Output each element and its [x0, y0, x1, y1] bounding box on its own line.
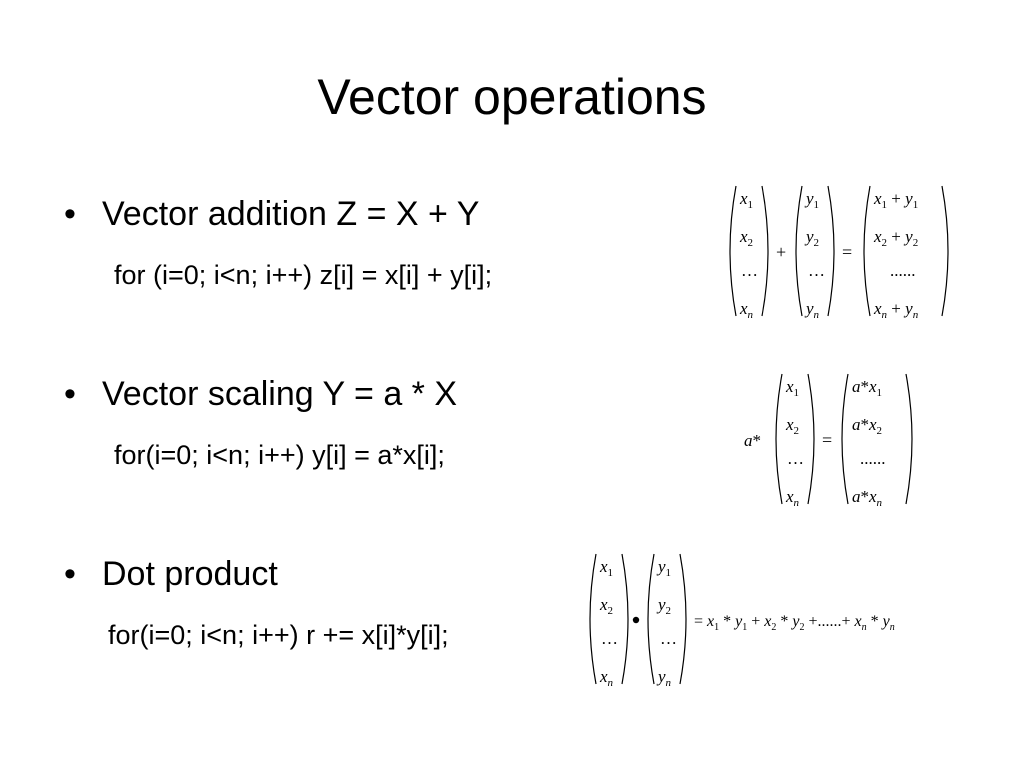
- svg-text:x1: x1: [785, 377, 799, 399]
- formula-vector-scaling: a* x1 x2 … xn = a*x1 a*x2 ...... a*xn: [744, 373, 913, 509]
- svg-text:xn + yn: xn + yn: [873, 299, 919, 321]
- formula-vector-addition: x1 x2 … xn + y1 y2 … yn = x1 + y1 x2 + y…: [729, 185, 949, 321]
- code-vector-scaling: for(i=0; i<n; i++) y[i] = a*x[i];: [114, 440, 445, 470]
- svg-text:a*: a*: [744, 431, 761, 450]
- svg-text:=: =: [822, 430, 832, 450]
- svg-text:xn: xn: [739, 299, 754, 321]
- svg-text:y2: y2: [656, 595, 671, 617]
- svg-text:x2 + y2: x2 + y2: [873, 227, 918, 249]
- svg-text:= x1 * y1 + x2 * y2 +......+ x: = x1 * y1 + x2 * y2 +......+ xn * yn: [694, 613, 895, 633]
- svg-text:…: …: [601, 629, 618, 648]
- bullet-dot: •: [64, 555, 76, 593]
- svg-text:=: =: [842, 242, 852, 262]
- svg-text:x2: x2: [739, 227, 753, 249]
- formula-dot-product: x1 x2 … xn y1 y2 … yn = x1 * y1 + x2 * y…: [589, 553, 895, 689]
- svg-text:y1: y1: [656, 557, 671, 579]
- svg-text:…: …: [808, 261, 825, 280]
- svg-text:a*x1: a*x1: [852, 377, 882, 399]
- svg-text:…: …: [660, 629, 677, 648]
- code-dot-product: for(i=0; i<n; i++) r += x[i]*y[i];: [108, 620, 449, 650]
- code-vector-addition: for (i=0; i<n; i++) z[i] = x[i] + y[i];: [114, 260, 493, 290]
- svg-text:y2: y2: [804, 227, 819, 249]
- svg-text:x1: x1: [599, 557, 613, 579]
- bullet-label: Vector addition Z = X + Y: [102, 195, 480, 233]
- bullet-label: Dot product: [102, 555, 278, 593]
- svg-text:…: …: [741, 261, 758, 280]
- svg-text:x1: x1: [739, 189, 753, 211]
- svg-text:xn: xn: [599, 667, 614, 689]
- svg-text:......: ......: [890, 261, 916, 280]
- svg-text:xn: xn: [785, 487, 800, 509]
- svg-text:a*x2: a*x2: [852, 415, 882, 437]
- svg-text:…: …: [787, 449, 804, 468]
- bullet-dot: •: [64, 375, 76, 413]
- svg-text:x1 + y1: x1 + y1: [873, 189, 918, 211]
- svg-text:......: ......: [860, 449, 886, 468]
- svg-text:y1: y1: [804, 189, 819, 211]
- svg-text:yn: yn: [804, 299, 820, 321]
- svg-text:x2: x2: [785, 415, 799, 437]
- svg-text:x2: x2: [599, 595, 613, 617]
- svg-text:a*xn: a*xn: [852, 487, 883, 509]
- bullet-dot-product: • Dot product: [64, 554, 278, 594]
- bullet-dot: •: [64, 195, 76, 233]
- svg-text:yn: yn: [656, 667, 672, 689]
- svg-text:+: +: [776, 242, 786, 262]
- slide-title: Vector operations: [317, 69, 707, 125]
- bullet-vector-addition: • Vector addition Z = X + Y: [64, 194, 479, 234]
- bullet-label: Vector scaling Y = a * X: [102, 375, 458, 413]
- bullet-vector-scaling: • Vector scaling Y = a * X: [64, 374, 457, 414]
